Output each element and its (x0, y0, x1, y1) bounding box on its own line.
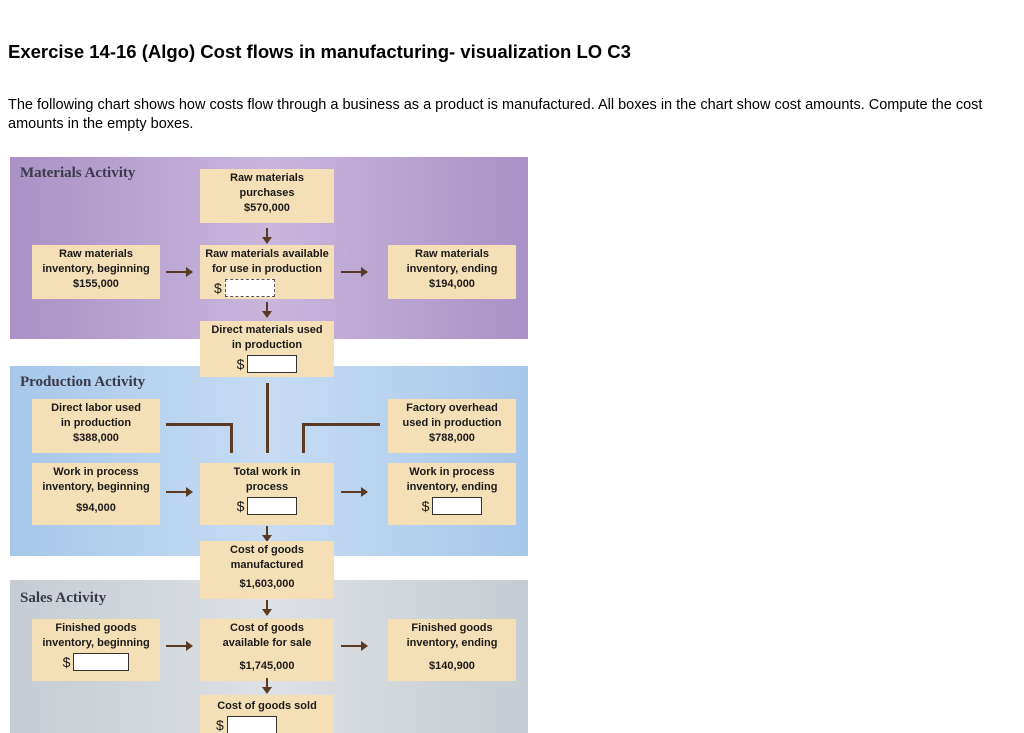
box-label: Factory overhead (406, 402, 498, 414)
box-value: $140,900 (429, 660, 475, 672)
box-value: $155,000 (73, 278, 119, 290)
box-label: Raw materials (230, 172, 304, 184)
box-label: Raw materials available (205, 248, 329, 260)
connector-line (302, 423, 305, 453)
box-label: purchases (239, 187, 295, 199)
box-label: Raw materials (415, 248, 489, 260)
box-label: inventory, ending (406, 637, 498, 649)
dollar-sign: $ (236, 497, 245, 514)
box-label: Cost of goods (230, 544, 304, 556)
direct-materials-used-box: Direct materials used in production $ (200, 321, 334, 377)
box-label: inventory, beginning (42, 481, 150, 493)
arrow-right-icon (341, 487, 368, 497)
dollar-sign: $ (236, 355, 245, 372)
cost-of-goods-sold-box: Cost of goods sold $ (200, 695, 334, 733)
raw-materials-inventory-ending-box: Raw materials inventory, ending $194,000 (388, 245, 516, 299)
connector-line (230, 423, 233, 453)
finished-goods-inventory-ending-box: Finished goods inventory, ending $140,90… (388, 619, 516, 681)
sales-activity-title: Sales Activity (20, 590, 107, 606)
connector-line (302, 423, 380, 426)
cost-flow-chart: Materials Activity Production Activity S… (10, 157, 528, 733)
arrow-down-icon (262, 228, 272, 244)
cost-of-goods-available-for-sale-box: Cost of goods available for sale $1,745,… (200, 619, 334, 681)
box-label: inventory, ending (406, 481, 498, 493)
arrow-right-icon (341, 641, 368, 651)
total-work-in-process-box: Total work in process $ (200, 463, 334, 525)
page-title: Exercise 14-16 (Algo) Cost flows in manu… (8, 41, 631, 62)
box-label: Work in process (409, 466, 495, 478)
box-label: process (245, 481, 289, 493)
box-value: $94,000 (76, 502, 116, 514)
work-in-process-ending-input[interactable] (432, 497, 483, 515)
finished-goods-beginning-input[interactable] (73, 653, 130, 671)
cost-of-goods-sold-input[interactable] (226, 716, 277, 733)
box-label: Cost of goods (230, 622, 304, 634)
materials-activity-title: Materials Activity (20, 165, 136, 181)
arrow-down-icon (262, 302, 272, 318)
cost-of-goods-manufactured-box: Cost of goods manufactured $1,603,000 (200, 541, 334, 599)
arrow-right-icon (341, 267, 368, 277)
direct-labor-used-box: Direct labor used in production $388,000 (32, 399, 160, 453)
raw-materials-available-input[interactable] (224, 279, 275, 297)
box-label: Finished goods (55, 622, 137, 634)
raw-materials-inventory-beginning-box: Raw materials inventory, beginning $155,… (32, 245, 160, 299)
box-label: in production (231, 339, 303, 351)
box-value: $570,000 (244, 202, 290, 214)
box-label: available for sale (222, 637, 312, 649)
box-label: for use in production (212, 263, 322, 275)
box-value: $388,000 (73, 432, 119, 444)
box-label: in production (60, 417, 132, 429)
production-band (10, 366, 528, 556)
box-value: $788,000 (429, 432, 475, 444)
box-label: inventory, ending (406, 263, 498, 275)
box-label: Work in process (53, 466, 139, 478)
arrow-right-icon (166, 267, 193, 277)
box-label: Direct materials used (211, 324, 323, 336)
arrow-down-icon (262, 526, 272, 542)
box-value: $194,000 (429, 278, 475, 290)
instructions: The following chart shows how costs flow… (8, 97, 983, 132)
total-work-in-process-input[interactable] (247, 497, 298, 515)
arrow-right-icon (166, 641, 193, 651)
dollar-sign: $ (62, 653, 71, 670)
box-label: inventory, beginning (42, 637, 150, 649)
box-label: used in production (402, 417, 502, 429)
raw-materials-available-box: Raw materials available for use in produ… (200, 245, 334, 299)
work-in-process-inventory-ending-box: Work in process inventory, ending $ (388, 463, 516, 525)
direct-materials-used-input[interactable] (247, 355, 298, 373)
box-value: $1,745,000 (239, 660, 295, 672)
production-activity-title: Production Activity (20, 374, 146, 390)
arrow-right-icon (166, 487, 193, 497)
dollar-sign: $ (421, 497, 430, 514)
box-label: Finished goods (411, 622, 493, 634)
box-label: inventory, beginning (42, 263, 150, 275)
arrow-down-icon (262, 600, 272, 616)
box-label: Total work in (233, 466, 301, 478)
connector-line (166, 423, 232, 426)
box-value: $1,603,000 (239, 578, 295, 590)
work-in-process-inventory-beginning-box: Work in process inventory, beginning $94… (32, 463, 160, 525)
box-label: Direct labor used (51, 402, 141, 414)
box-label: Raw materials (59, 248, 133, 260)
box-label: Cost of goods sold (217, 700, 317, 712)
finished-goods-inventory-beginning-box: Finished goods inventory, beginning $ (32, 619, 160, 681)
dollar-sign: $ (216, 716, 224, 733)
box-label: manufactured (230, 559, 304, 571)
connector-line (266, 383, 269, 453)
arrow-down-icon (262, 678, 272, 694)
factory-overhead-used-box: Factory overhead used in production $788… (388, 399, 516, 453)
raw-materials-purchases-box: Raw materials purchases $570,000 (200, 169, 334, 223)
dollar-sign: $ (214, 279, 222, 296)
